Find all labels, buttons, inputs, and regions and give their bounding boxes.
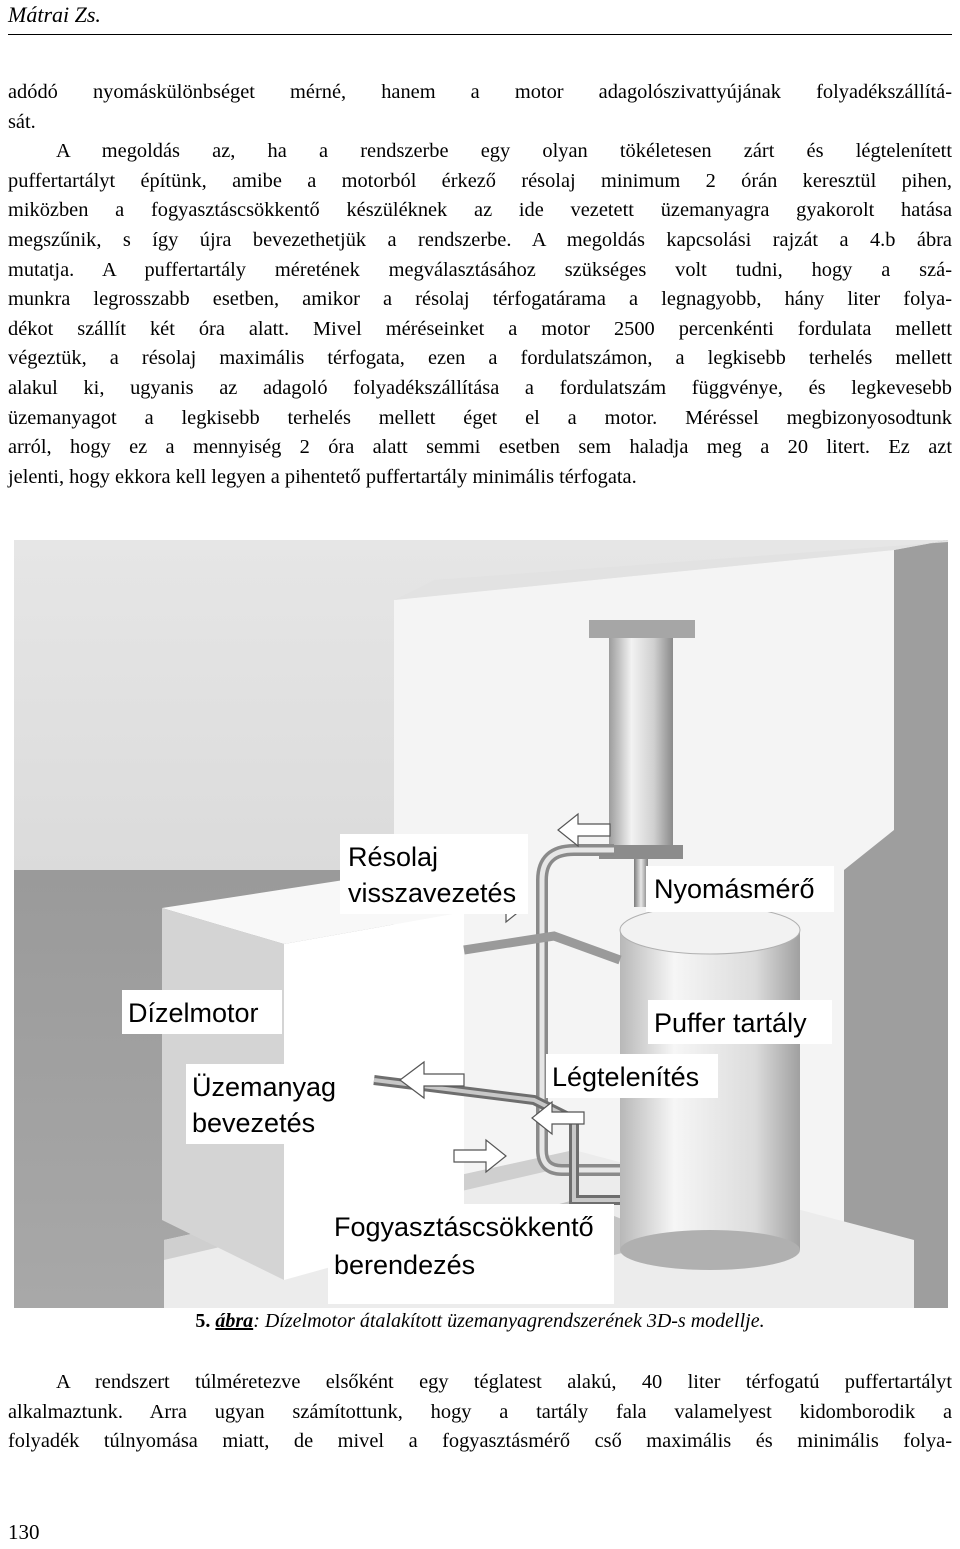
- label-resolaj: Résolaj visszavezetés: [340, 834, 528, 914]
- text-line: üzemanyagot a legkisebb terhelés mellett…: [8, 406, 952, 429]
- caption-colon: :: [253, 1310, 260, 1332]
- figure-3d-model: Résolaj visszavezetés Nyomásmérő Dízelmo…: [14, 540, 948, 1308]
- caption-text: Dízelmotor átalakított üzemanyagrendszer…: [259, 1310, 765, 1332]
- text-line: alakul ki, ugyanis az adagoló folyadéksz…: [8, 376, 952, 399]
- puffer-tank-top: [619, 905, 801, 955]
- fuel-system-model-illustration: Résolaj visszavezetés Nyomásmérő Dízelmo…: [14, 540, 948, 1308]
- text-line: végeztük, a résolaj maximális térfogata,…: [8, 347, 952, 370]
- figure-word: ábra: [215, 1310, 254, 1332]
- gauge-cap: [589, 620, 695, 638]
- text-line: miközben a fogyasztáscsökkentő készülékn…: [8, 199, 952, 222]
- label-text: visszavezetés: [348, 878, 516, 908]
- gauge-column: [609, 638, 673, 848]
- return-pipe-highlight: [539, 847, 620, 1173]
- figure-caption: 5. ábra: Dízelmotor átalakított üzemanya…: [0, 1310, 960, 1333]
- gauge-flange: [599, 845, 683, 859]
- label-text: Puffer tartály: [654, 1008, 807, 1038]
- label-text: Légtelenítés: [552, 1062, 699, 1092]
- text-line: jelenti, hogy ekkora kell legyen a pihen…: [8, 465, 637, 488]
- label-dizelmotor: Dízelmotor: [122, 990, 282, 1034]
- text-line: folyadék túlnyomása miatt, de mivel a fo…: [8, 1430, 952, 1453]
- arrow-left-icon: [399, 1060, 465, 1100]
- puffer-tank-bottom: [620, 1230, 800, 1270]
- text-line: A rendszert túlméretezve elsőként egy té…: [56, 1371, 952, 1393]
- text-line: adódó nyomáskülönbséget mérné, hanem a m…: [8, 81, 952, 103]
- page-number: 130: [8, 1520, 40, 1544]
- text-line: mutatja. A puffertartály méretének megvá…: [8, 258, 952, 281]
- figure-number: 5.: [195, 1310, 211, 1332]
- text-line: megszűnik, s így újra bevezethetjük a re…: [8, 228, 952, 251]
- label-text: bevezetés: [192, 1108, 315, 1138]
- text-line: puffertartályt építünk, amibe a motorból…: [8, 169, 952, 192]
- label-nyomasmero: Nyomásmérő: [646, 866, 834, 912]
- label-legtelenites: Légtelenítés: [546, 1054, 718, 1098]
- arrow-left-icon: [531, 1100, 585, 1136]
- label-uzemanyag: Üzemanyag bevezetés: [186, 1064, 352, 1144]
- label-text: Dízelmotor: [128, 998, 259, 1028]
- engine-side: [284, 912, 464, 1280]
- text-line: sát.: [8, 110, 36, 133]
- label-text: Fogyasztáscsökkentő: [334, 1212, 594, 1242]
- label-text: Nyomásmérő: [654, 874, 815, 904]
- arrow-right-icon: [453, 1138, 507, 1174]
- text-line: munkra legrosszabb esetben, amikor a rés…: [8, 288, 952, 311]
- label-text: berendezés: [334, 1250, 475, 1280]
- text-line: dékot szállít két óra alatt. Mivel mérés…: [8, 317, 952, 340]
- header-author: Mátrai Zs.: [8, 2, 101, 27]
- body-paragraph-2: A rendszert túlméretezve elsőként egy té…: [8, 1368, 952, 1457]
- page-header: Mátrai Zs.: [8, 0, 952, 35]
- label-puffer-tartaly: Puffer tartály: [648, 1000, 832, 1044]
- back-wall-side: [844, 540, 948, 1308]
- label-fogyasztascsokkento: Fogyasztáscsökkentő berendezés: [328, 1204, 614, 1304]
- label-text: Résolaj: [348, 842, 438, 872]
- arrow-left-icon: [557, 812, 611, 848]
- text-line: A megoldás az, ha a rendszerbe egy olyan…: [56, 140, 952, 163]
- back-wall-top: [394, 540, 948, 600]
- engine-return-pipe: [463, 931, 622, 965]
- gauge-stem: [634, 859, 648, 907]
- label-text: Üzemanyag: [192, 1072, 336, 1102]
- body-paragraph-1: adódó nyomáskülönbséget mérné, hanem a m…: [8, 78, 952, 492]
- text-line: alkalmaztunk. Arra ugyan számítottunk, h…: [8, 1400, 952, 1423]
- text-line: arról, hogy ez a mennyiség 2 óra alatt s…: [8, 436, 952, 459]
